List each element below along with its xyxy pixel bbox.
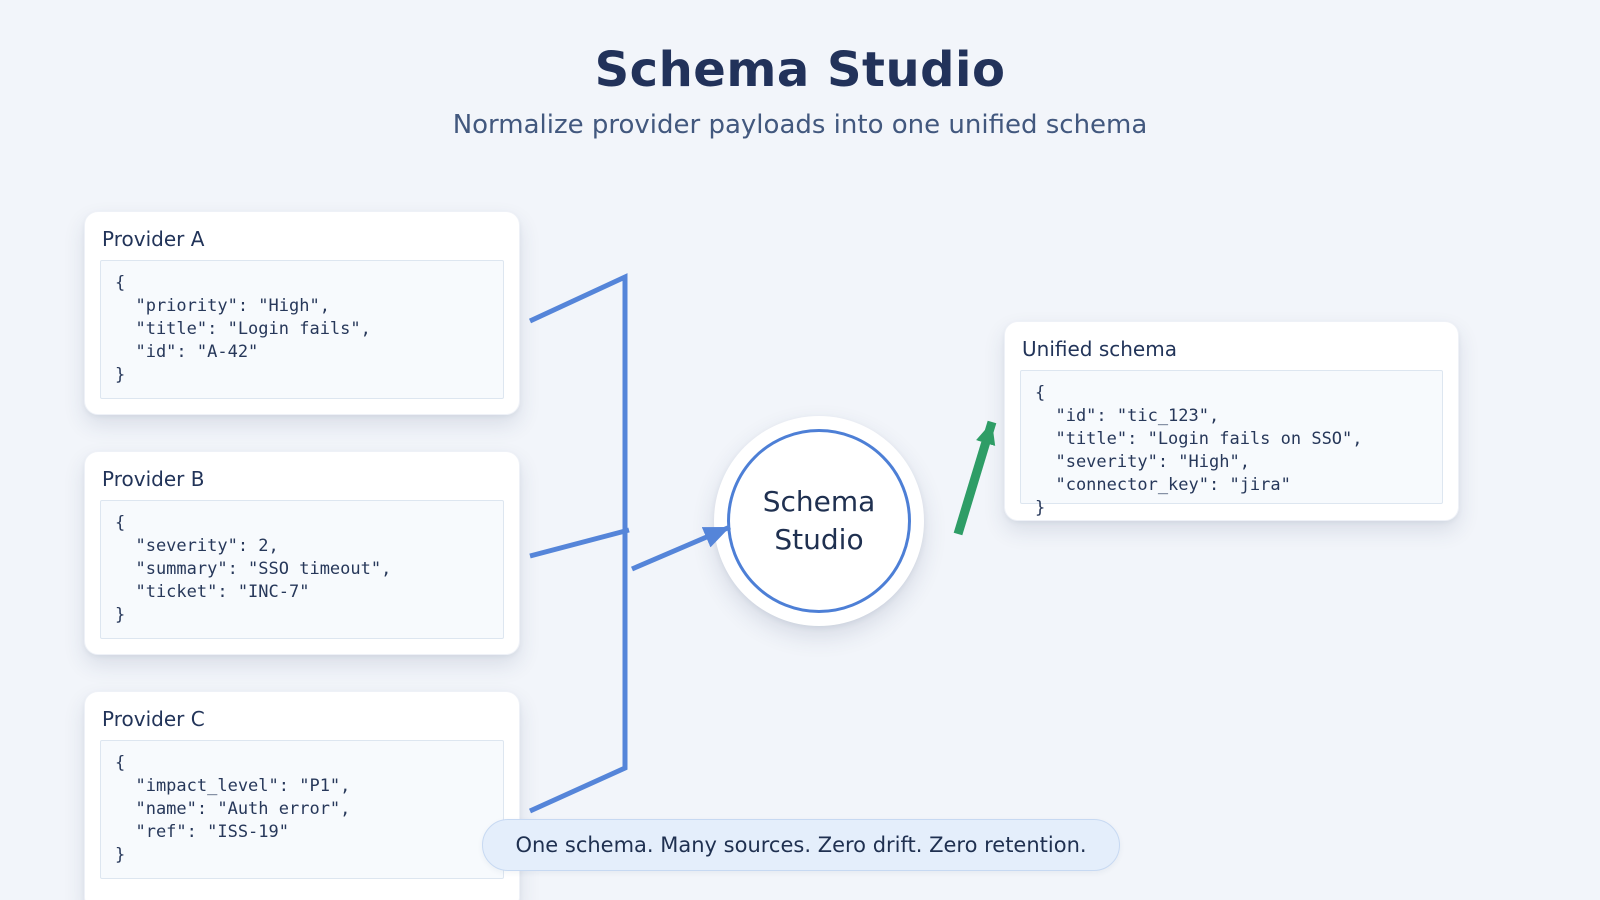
tagline-text: One schema. Many sources. Zero drift. Ze… xyxy=(515,833,1087,857)
provider-b-codebox: { "severity": 2, "summary": "SSO timeout… xyxy=(100,500,504,639)
connector-a-bus-c xyxy=(528,273,628,814)
provider-a-codebox: { "priority": "High", "title": "Login fa… xyxy=(100,260,504,399)
hub-title: Schema Studio xyxy=(762,485,876,556)
provider-c-label: Provider C xyxy=(102,707,205,731)
connector-b-to-bus xyxy=(529,527,630,559)
schema-studio-hub: Schema Studio xyxy=(714,416,924,626)
provider-a-card: Provider A { "priority": "High", "title"… xyxy=(84,211,520,415)
unified-schema-json: { "id": "tic_123", "title": "Login fails… xyxy=(1035,383,1363,518)
provider-c-json: { "impact_level": "P1", "name": "Auth er… xyxy=(115,753,351,865)
page-title: Schema Studio xyxy=(594,42,1006,98)
unified-schema-codebox: { "id": "tic_123", "title": "Login fails… xyxy=(1020,370,1443,518)
page-subtitle: Normalize provider payloads into one uni… xyxy=(452,110,1148,140)
provider-a-json: { "priority": "High", "title": "Login fa… xyxy=(115,273,371,385)
provider-b-card: Provider B { "severity": 2, "summary": "… xyxy=(84,451,520,655)
unified-schema-label: Unified schema xyxy=(1022,337,1177,361)
hub-ring: Schema Studio xyxy=(727,429,911,613)
provider-c-codebox: { "impact_level": "P1", "name": "Auth er… xyxy=(100,740,504,879)
provider-a-label: Provider A xyxy=(102,227,205,251)
unified-schema-card: Unified schema { "id": "tic_123", "title… xyxy=(1004,321,1459,521)
provider-b-label: Provider B xyxy=(102,467,205,491)
tagline-pill: One schema. Many sources. Zero drift. Ze… xyxy=(482,819,1120,871)
provider-c-card: Provider C { "impact_level": "P1", "name… xyxy=(84,691,520,900)
provider-b-json: { "severity": 2, "summary": "SSO timeout… xyxy=(115,513,392,625)
connector-hub-to-unified xyxy=(953,420,997,536)
